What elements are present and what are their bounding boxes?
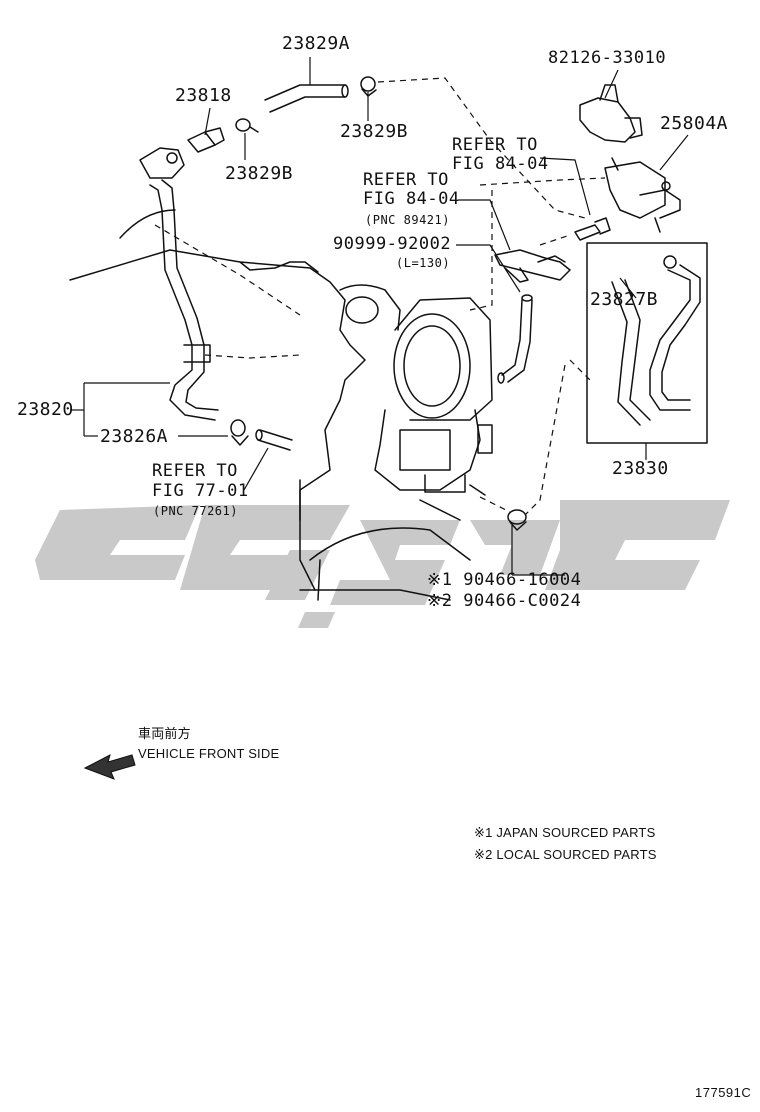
hose-90999	[497, 294, 533, 384]
group-box-23830	[586, 242, 708, 444]
refer-fig-77-01-line2: FIG 77-01	[152, 481, 249, 501]
refer-fig-84-04-b-line2: FIG 84-04	[363, 189, 460, 209]
label-23829B-right: 23829B	[340, 121, 409, 142]
label-90999-length: (L=130)	[396, 256, 451, 270]
refer-fig-77-01-line1: REFER TO	[152, 461, 238, 481]
label-90999-92002: 90999-92002	[333, 234, 452, 254]
bolt	[574, 217, 611, 241]
label-23830: 23830	[612, 458, 669, 479]
refer-pnc-77261: (PNC 77261)	[153, 504, 238, 518]
label-23829B-left: 23829B	[225, 163, 294, 184]
refer-fig-84-04-b-line1: REFER TO	[363, 170, 449, 190]
label-23818: 23818	[175, 85, 232, 106]
vehicle-front-en: VEHICLE FRONT SIDE	[138, 746, 280, 761]
clip-90466	[507, 509, 527, 531]
clip-23829B-left	[235, 118, 259, 133]
note-local-sourced: ※2 LOCAL SOURCED PARTS	[474, 847, 657, 862]
label-25804A: 25804A	[660, 113, 729, 134]
hose-23829A	[264, 84, 349, 113]
dashed-guides	[154, 77, 606, 516]
fitting-23818	[187, 127, 225, 153]
logo-watermark	[35, 500, 730, 628]
label-23826A: 23826A	[100, 426, 169, 447]
label-23820: 23820	[17, 399, 74, 420]
refer-pnc-89421: (PNC 89421)	[365, 213, 450, 227]
hose-short	[255, 429, 293, 451]
label-23829A: 23829A	[282, 33, 351, 54]
leader-lines	[70, 57, 689, 576]
vehicle-front-jp: 車両前方	[138, 726, 191, 741]
vehicle-front-arrow-icon	[83, 754, 136, 780]
hose-23827B	[611, 255, 701, 426]
connector-82126	[579, 84, 643, 143]
figure-code: 177591C	[695, 1085, 752, 1100]
label-90466-C0024: ※2 90466-C0024	[427, 591, 582, 611]
label-23827B: 23827B	[590, 289, 659, 310]
clip-23826A	[230, 419, 249, 446]
vsv-25804A	[604, 157, 681, 233]
note-japan-sourced: ※1 JAPAN SOURCED PARTS	[474, 825, 656, 840]
label-82126-33010: 82126-33010	[548, 48, 667, 68]
label-90466-16004: ※1 90466-16004	[427, 570, 582, 590]
throttle-body	[339, 284, 493, 496]
refer-fig-84-04-a-line1: REFER TO	[452, 135, 538, 155]
refer-fig-84-04-a-line2: FIG 84-04	[452, 154, 549, 174]
hose-23820	[139, 147, 219, 421]
bracket	[494, 249, 571, 283]
engine-outline	[69, 209, 471, 601]
